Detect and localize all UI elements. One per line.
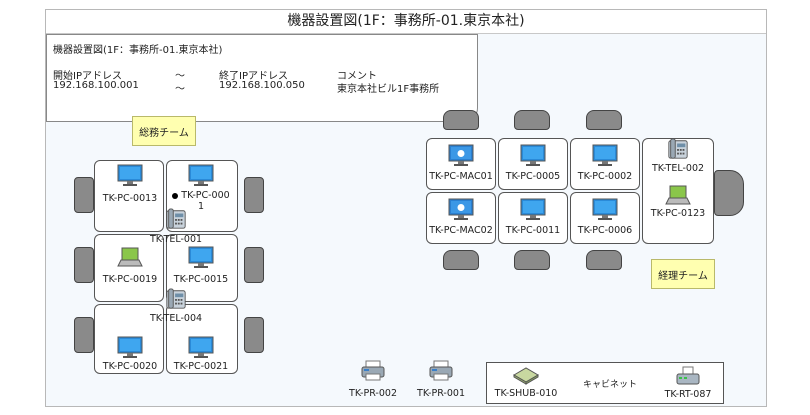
mac-icon	[448, 198, 474, 222]
mac-device-mac01[interactable]: TK-PC-MAC01	[426, 144, 496, 182]
device-label: TK-PC-0015	[173, 274, 229, 285]
group-label-soumu[interactable]: 総務チーム	[132, 116, 196, 146]
device-label: TK-PC-0123	[650, 208, 706, 219]
monitor-icon	[117, 164, 143, 188]
pc-device-0021[interactable]: TK-PC-0021	[170, 336, 232, 372]
device-label-main: TK-PC-000	[181, 190, 230, 201]
device-label: TK-PR-002	[349, 388, 397, 399]
device-label: TK-PC-0005	[505, 171, 561, 182]
floor-plan-frame: 機器設置図(1F：事務所-01.東京本社) 機器設置図(1F：事務所-01.東京…	[45, 9, 767, 407]
hub-icon	[512, 365, 540, 385]
chair	[244, 177, 264, 213]
cabinet[interactable]: TK-SHUB-010 キャビネット TK-RT-087	[486, 362, 724, 404]
device-label: TK-PC-0002	[577, 171, 633, 182]
pc-device-0001[interactable]: TK-PC-000 1	[170, 164, 232, 212]
chair	[586, 110, 622, 130]
monitor-icon	[592, 144, 618, 168]
laptop-device-0123[interactable]: TK-PC-0123	[644, 184, 712, 219]
pc-device-0005[interactable]: TK-PC-0005	[498, 144, 568, 182]
mac-icon	[448, 144, 474, 168]
start-ip-label: 開始IPアドレス	[53, 71, 122, 82]
comment-value: 東京本社ビル1F事務所	[337, 84, 440, 95]
monitor-icon	[520, 198, 546, 222]
device-label: TK-PC-MAC02	[429, 225, 493, 236]
chair	[74, 177, 94, 213]
device-label: TK-RT-087	[664, 389, 712, 400]
monitor-icon	[188, 336, 214, 360]
chair	[74, 317, 94, 353]
laptop-icon	[665, 184, 691, 206]
device-label: TK-SHUB-010	[494, 388, 558, 399]
page-title: 機器設置図(1F：事務所-01.東京本社)	[46, 10, 766, 34]
phone-icon	[667, 138, 689, 160]
phone-icon	[165, 288, 187, 310]
monitor-icon	[117, 336, 143, 360]
device-label: TK-PC-0013	[102, 193, 158, 204]
device-label-tail: 1	[197, 201, 205, 212]
router-device-rt087[interactable]: TK-RT-087	[655, 365, 721, 400]
monitor-icon	[592, 198, 618, 222]
cabinet-label: キャビネット	[583, 380, 638, 390]
pc-device-0002[interactable]: TK-PC-0002	[570, 144, 640, 182]
monitor-icon	[520, 144, 546, 168]
device-label: TK-PC-0021	[173, 361, 229, 372]
device-label: TK-TEL-001	[149, 234, 203, 245]
ip-info-panel: 機器設置図(1F：事務所-01.東京本社) 開始IPアドレス 192.168.1…	[46, 34, 478, 122]
chair	[514, 250, 550, 270]
printer-icon	[428, 360, 454, 382]
device-label: TK-PC-0019	[102, 274, 158, 285]
chair	[443, 250, 479, 270]
chair	[443, 110, 479, 130]
printer-icon	[360, 360, 386, 382]
monitor-icon	[188, 164, 214, 188]
end-ip-label: 終了IPアドレス	[219, 71, 288, 82]
phone-device-tel002[interactable]: TK-TEL-002	[644, 138, 712, 174]
monitor-icon	[188, 246, 214, 270]
laptop-device-0019[interactable]: TK-PC-0019	[100, 246, 160, 285]
printer-device-pr001[interactable]: TK-PR-001	[412, 360, 470, 399]
hub-device-shub010[interactable]: TK-SHUB-010	[491, 365, 561, 399]
selection-dot	[172, 192, 179, 199]
device-label: TK-TEL-004	[149, 313, 203, 324]
device-label: TK-PR-001	[417, 388, 465, 399]
phone-icon	[165, 208, 187, 230]
chair	[244, 317, 264, 353]
device-label: TK-TEL-002	[651, 163, 705, 174]
chair	[586, 250, 622, 270]
tilde-2: ～	[175, 84, 185, 95]
pc-device-0011[interactable]: TK-PC-0011	[498, 198, 568, 236]
phone-device-tel001[interactable]: TK-TEL-001	[146, 208, 206, 245]
desk	[94, 234, 164, 302]
end-ip-value: 192.168.100.050	[219, 80, 305, 91]
chair	[714, 170, 744, 216]
pc-device-0006[interactable]: TK-PC-0006	[570, 198, 640, 236]
pc-device-0013[interactable]: TK-PC-0013	[100, 164, 160, 204]
printer-device-pr002[interactable]: TK-PR-002	[344, 360, 402, 399]
tilde-1: ～	[175, 71, 185, 82]
laptop-icon	[117, 246, 143, 268]
chair	[514, 110, 550, 130]
start-ip-value: 192.168.100.001	[53, 80, 139, 91]
group-label-keiri[interactable]: 経理チーム	[651, 259, 715, 289]
phone-device-tel004[interactable]: TK-TEL-004	[146, 288, 206, 324]
device-label: TK-PC-0020	[102, 361, 158, 372]
mac-device-mac02[interactable]: TK-PC-MAC02	[426, 198, 496, 236]
device-label: TK-PC-MAC01	[429, 171, 493, 182]
device-label: TK-PC-000	[170, 190, 232, 201]
pc-device-0015[interactable]: TK-PC-0015	[170, 246, 232, 285]
info-title: 機器設置図(1F：事務所-01.東京本社)	[53, 45, 223, 56]
comment-label: コメント	[337, 71, 377, 82]
chair	[244, 247, 264, 283]
device-label: TK-PC-0006	[577, 225, 633, 236]
device-label: TK-PC-0011	[505, 225, 561, 236]
pc-device-0020[interactable]: TK-PC-0020	[100, 336, 160, 372]
chair	[74, 247, 94, 283]
router-icon	[675, 365, 701, 387]
